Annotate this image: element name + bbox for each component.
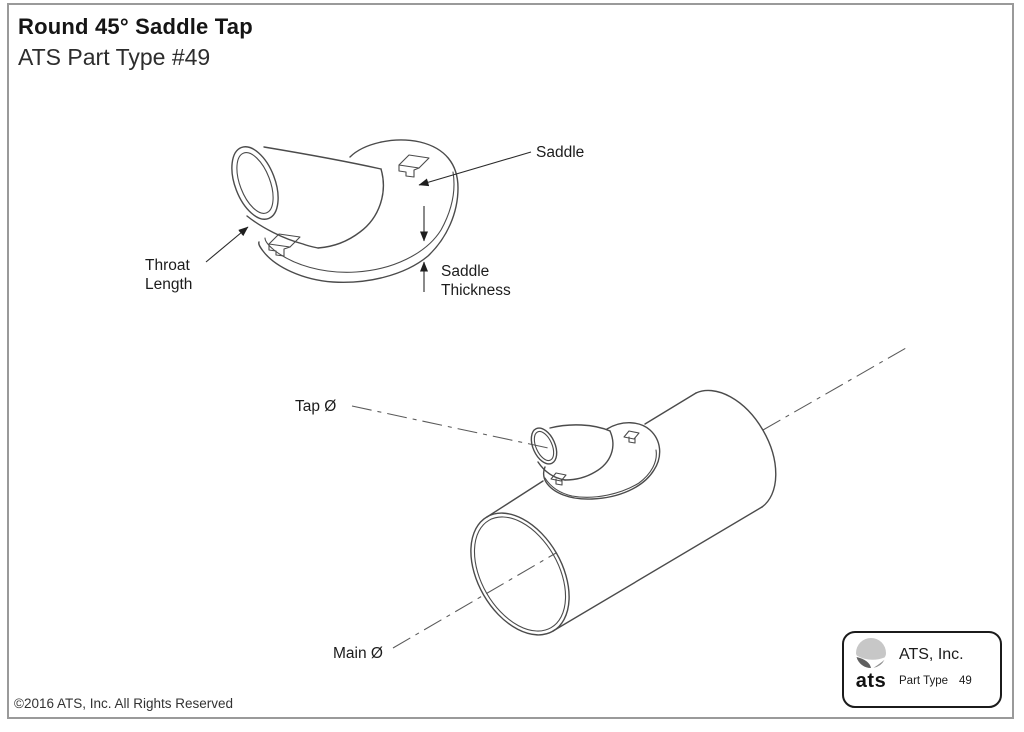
- page-subtitle: ATS Part Type #49: [18, 44, 211, 70]
- installed-tap-opening-inner: [533, 430, 555, 462]
- main-centerline-upper: [762, 347, 907, 431]
- logo-part-type-row: Part Type 49: [899, 675, 972, 687]
- label-throat-line2: Length: [145, 276, 192, 293]
- page-border: [7, 3, 1014, 719]
- label-tap-diameter: Tap Ø: [295, 398, 336, 415]
- pipe-top-edge-right: [644, 392, 697, 425]
- saddle-rim-inner-edge: [264, 171, 455, 273]
- installed-saddle-rim-inner-edge: [544, 449, 657, 498]
- pipe-end-cap: [695, 389, 777, 508]
- ats-logo-wordmark: ats: [855, 670, 887, 692]
- installed-clip-lower: [550, 472, 567, 486]
- label-thickness-line1: Saddle: [441, 263, 489, 280]
- saddle-outline: [258, 139, 459, 283]
- tube-bottom-edge: [246, 215, 319, 249]
- installed-tube-top-edge: [549, 424, 611, 432]
- label-thickness-line2: Thickness: [441, 282, 511, 299]
- saddle-clip-lower: [268, 233, 301, 257]
- copyright: ©2016 ATS, Inc. All Rights Reserved: [14, 696, 234, 711]
- tap-opening-outer: [231, 146, 279, 220]
- tube-flare-curve: [317, 168, 385, 249]
- installed-tube-bottom-edge: [537, 461, 566, 481]
- installed-tap-opening-outer: [530, 427, 558, 465]
- label-saddle: Saddle: [536, 144, 584, 161]
- tap-centerline: [351, 405, 554, 450]
- logo-box: ats ATS, Inc. Part Type 49: [842, 631, 1002, 708]
- tap-opening-inner: [236, 152, 274, 214]
- throat-length-leader-arrow: [205, 226, 249, 263]
- tube-top-edge: [263, 146, 382, 170]
- label-main-diameter: Main Ø: [333, 645, 383, 662]
- pipe-bottom-edge: [552, 506, 763, 632]
- ats-logo-icon: [856, 638, 886, 669]
- pipe-top-edge-left: [486, 480, 544, 518]
- saddle-clip-upper: [398, 154, 430, 178]
- saddle-leader-arrow: [418, 151, 532, 187]
- part-type-value: 49: [959, 675, 972, 687]
- part-type-label: Part Type: [899, 675, 949, 687]
- installed-clip-upper: [623, 430, 640, 444]
- label-throat-line1: Throat: [145, 257, 190, 274]
- logo-company-name: ATS, Inc.: [899, 646, 964, 663]
- saddle-tap-detail-drawing: Saddle Throat Length Saddle Thickness: [145, 139, 584, 299]
- installed-tube-flare: [564, 430, 614, 481]
- pipe-opening-inner: [473, 516, 567, 632]
- saddle-tap-installed-drawing: Tap Ø Main Ø: [295, 347, 907, 662]
- main-centerline-lower: [392, 552, 557, 649]
- page-title: Round 45° Saddle Tap: [18, 14, 253, 39]
- installed-saddle-outline: [542, 422, 661, 500]
